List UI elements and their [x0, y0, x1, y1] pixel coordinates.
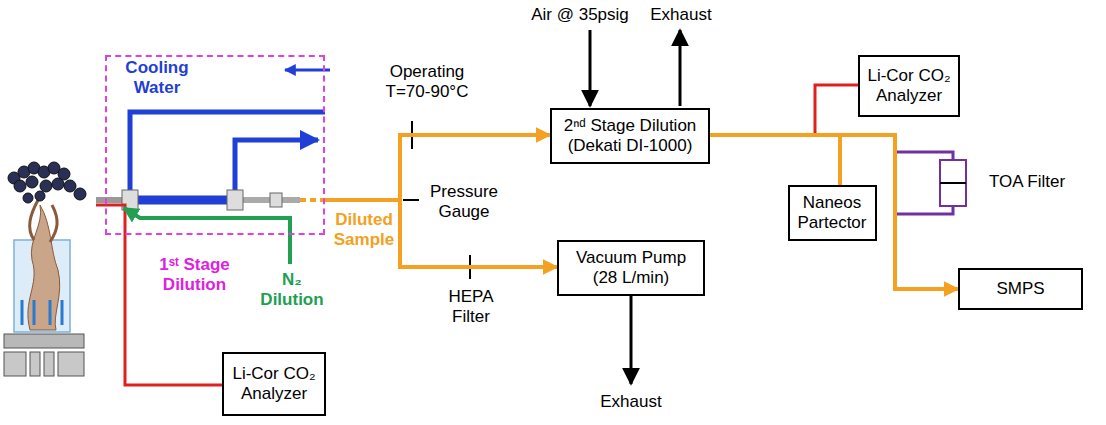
node-text: SMPS — [996, 279, 1044, 299]
condition-label: Operating T=70-90°C — [372, 62, 482, 103]
node-text: Vacuum Pump (28 L/min) — [565, 248, 697, 289]
flow-label: Exhaust — [645, 5, 717, 25]
dilutor-box: 2ⁿᵈ Stage Dilution (Dekati DI-1000) — [550, 108, 710, 164]
flow-arrows — [590, 30, 680, 384]
filter-holder — [895, 152, 966, 214]
analyzer-box: Li-Cor CO₂ Analyzer — [858, 55, 960, 117]
node-text: Naneos Partector — [796, 193, 869, 234]
soot-particles — [8, 162, 86, 203]
pump-box: Vacuum Pump (28 L/min) — [557, 240, 705, 296]
flow-line — [710, 85, 858, 135]
analyzer-box: Li-Cor CO₂ Analyzer — [222, 352, 326, 416]
instrument-box: Naneos Partector — [788, 185, 877, 241]
node-text: Li-Cor CO₂ Analyzer — [866, 66, 952, 107]
flow-line — [710, 135, 840, 185]
component-label: TOA Filter — [972, 172, 1082, 192]
node-text: 1ˢᵗ Stage Dilution — [137, 255, 252, 296]
instrument-box: SMPS — [958, 268, 1083, 310]
flow-label: N₂ Dilution — [252, 270, 332, 311]
node-text: Li-Cor CO₂ Analyzer — [230, 364, 318, 405]
flow-label: Exhaust — [595, 392, 667, 412]
component-label: Pressure Gauge — [423, 182, 505, 223]
flow-line — [710, 135, 958, 289]
component-label: HEPA Filter — [440, 287, 502, 328]
flow-label: Cooling Water — [112, 58, 202, 99]
flow-label: Air @ 35psig — [520, 5, 640, 25]
burner — [4, 200, 84, 376]
flow-label: Diluted Sample — [330, 210, 398, 251]
node-text: 2ⁿᵈ Stage Dilution (Dekati DI-1000) — [558, 116, 702, 157]
